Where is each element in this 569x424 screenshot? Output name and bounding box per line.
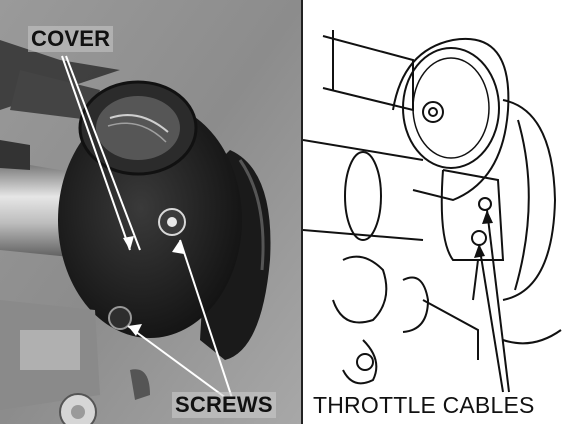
screws-label: SCREWS	[172, 392, 276, 418]
throttle-cables-label: THROTTLE CABLES	[313, 392, 535, 418]
drawing-illustration	[303, 30, 562, 393]
leader-lines	[61, 55, 233, 399]
throttle-housing-photo	[0, 0, 303, 424]
photo-illustration	[0, 0, 303, 424]
throttle-line-drawing	[303, 0, 569, 424]
cover-label: COVER	[28, 26, 114, 52]
